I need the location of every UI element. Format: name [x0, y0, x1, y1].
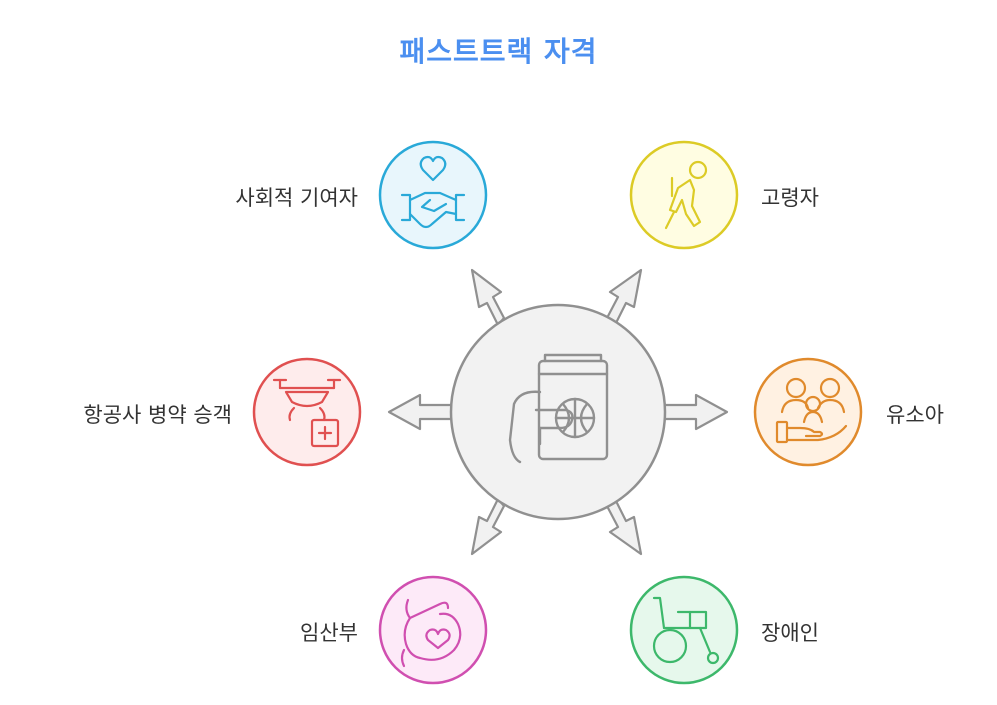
- node-social: [378, 140, 488, 250]
- label-infant: 유소아: [886, 403, 944, 427]
- label-disabled: 장애인: [761, 621, 819, 645]
- node-disabled: [629, 575, 739, 685]
- drone-medical-icon: [272, 378, 342, 448]
- elderly-person-icon: [664, 160, 708, 230]
- arrow-up-right: [605, 268, 643, 327]
- label-social: 사회적 기여자: [235, 186, 358, 210]
- node-infant: [753, 357, 863, 467]
- arrows: [387, 268, 729, 556]
- node-sick: [252, 357, 362, 467]
- label-sick: 항공사 병약 승객: [83, 403, 232, 427]
- arrow-down-right: [605, 497, 643, 556]
- arrow-up-left: [470, 268, 506, 327]
- arrow-left: [387, 393, 454, 431]
- arrow-right: [662, 393, 729, 431]
- center-node: [449, 303, 667, 521]
- label-pregnant: 임산부: [300, 621, 358, 645]
- arrow-down-left: [470, 497, 506, 556]
- diagram-title: 패스트트랙 자격: [399, 35, 598, 68]
- passport-hand-icon: [508, 353, 609, 464]
- wheelchair-icon: [652, 596, 720, 665]
- node-pregnant: [378, 575, 488, 685]
- pregnant-heart-icon: [400, 598, 462, 668]
- node-elderly: [629, 140, 739, 250]
- label-elderly: 고령자: [761, 186, 819, 210]
- family-hand-icon: [775, 377, 848, 444]
- handshake-heart-icon: [400, 155, 466, 229]
